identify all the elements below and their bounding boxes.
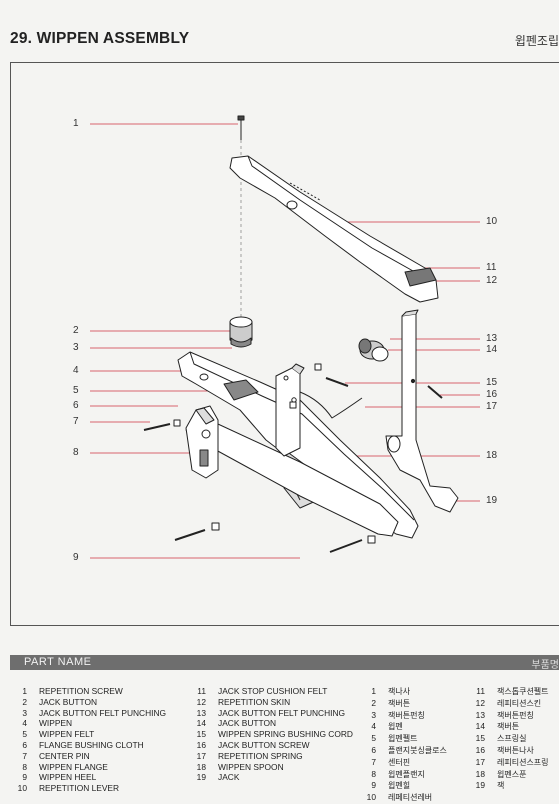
- callout-15: 15: [486, 377, 498, 388]
- part-name-label: PART NAME: [24, 656, 92, 668]
- flange-bushing: [173, 419, 181, 427]
- jack-button-right: [358, 338, 389, 362]
- page-title: 29. WIPPEN ASSEMBLY: [10, 30, 190, 47]
- callout-4: 4: [73, 365, 79, 376]
- callout-17: 17: [486, 401, 498, 412]
- callout-19: 19: [486, 495, 498, 506]
- page-title-korean: 윕펜조립: [514, 34, 559, 48]
- lower-pin-right: [329, 539, 363, 553]
- callout-8: 8: [73, 447, 79, 458]
- callout-9: 9: [73, 552, 79, 563]
- callout-3: 3: [73, 342, 79, 353]
- callout-12: 12: [486, 275, 498, 286]
- callout-7: 7: [73, 416, 79, 427]
- repetition-lever: [229, 155, 439, 303]
- callout-11: 11: [486, 262, 497, 273]
- jack: [385, 309, 459, 513]
- callout-1: 1: [73, 118, 79, 129]
- callout-18: 18: [486, 450, 498, 461]
- spring-bushing-cord: [325, 377, 349, 387]
- repetition-spring: [299, 391, 363, 419]
- wippen-flange: [185, 405, 219, 479]
- callout-13: 13: [486, 333, 498, 344]
- part-name-label-korean: 부품명: [531, 660, 559, 671]
- lower-pin-left: [174, 529, 206, 541]
- callout-10: 10: [486, 216, 498, 227]
- center-pin: [143, 423, 171, 431]
- callout-14: 14: [486, 344, 498, 355]
- callout-5: 5: [73, 385, 79, 396]
- exploded-diagram: [90, 115, 480, 559]
- jack-button-screw: [427, 385, 443, 399]
- repetition-screw: [237, 115, 245, 140]
- callout-2: 2: [73, 325, 79, 336]
- part-name-header: PART NAME 부품명: [10, 655, 559, 671]
- wippen-spoon: [275, 363, 305, 457]
- diagram-frame: [10, 62, 559, 626]
- jack-button: [229, 316, 253, 348]
- top-pin: [314, 363, 322, 371]
- callout-6: 6: [73, 400, 79, 411]
- callout-16: 16: [486, 389, 498, 400]
